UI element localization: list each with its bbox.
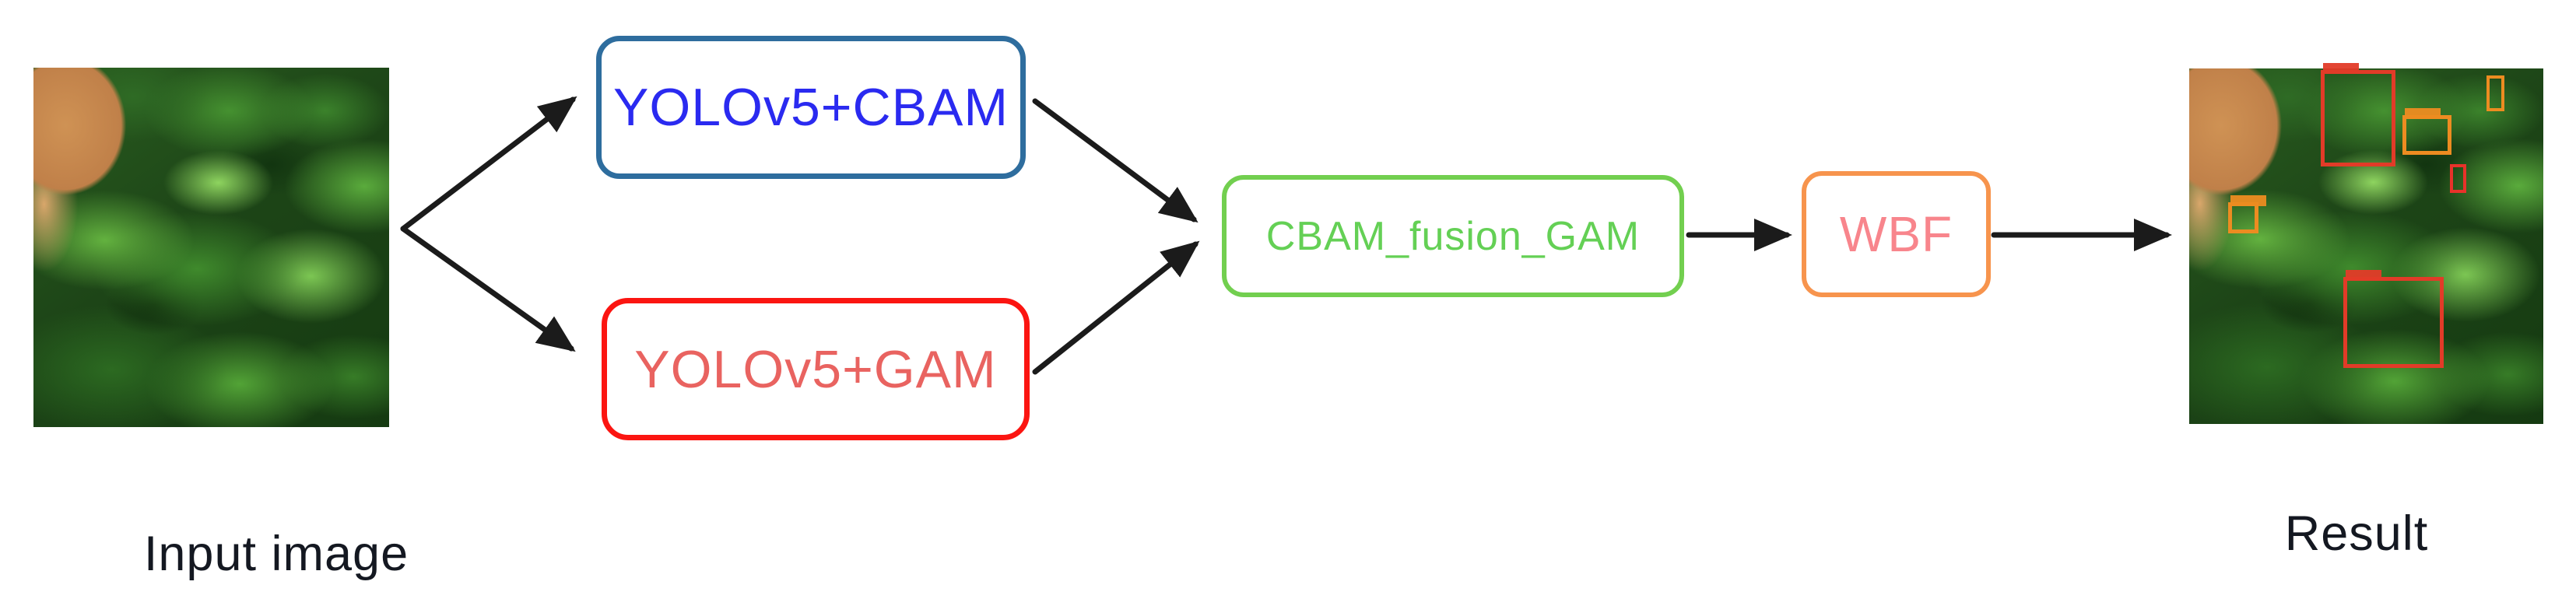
node-yolov5-cbam: YOLOv5+CBAM <box>596 36 1026 179</box>
arrow-gam-to-fusion <box>1032 240 1200 375</box>
node-yolov5-gam: YOLOv5+GAM <box>602 298 1030 440</box>
node-cbam-fusion-gam: CBAM_fusion_GAM <box>1222 175 1684 297</box>
input-image-caption: Input image <box>143 527 409 581</box>
detection-label-chip <box>2230 194 2267 206</box>
arrow-input-to-cbam <box>400 96 577 232</box>
input-image-photo <box>33 68 389 427</box>
node-wbf-label: WBF <box>1839 206 1953 262</box>
node-wbf: WBF <box>1802 171 1991 297</box>
arrow-cbam-to-fusion <box>1032 98 1199 223</box>
detection-box <box>2449 163 2466 194</box>
detection-label-chip <box>2345 269 2381 281</box>
result-image-photo <box>2189 62 2543 424</box>
node-cbam-fusion-gam-label: CBAM_fusion_GAM <box>1265 213 1641 259</box>
node-yolov5-gam-label: YOLOv5+GAM <box>634 339 997 399</box>
detection-label-chip <box>2322 62 2359 74</box>
detection-box <box>2402 107 2451 156</box>
detection-box <box>2228 194 2267 234</box>
detection-box <box>2343 269 2444 368</box>
detection-box <box>2487 75 2505 112</box>
detection-box <box>2320 62 2395 166</box>
node-yolov5-cbam-label: YOLOv5+CBAM <box>613 78 1009 137</box>
arrow-input-to-gam <box>400 226 576 352</box>
detection-label-chip <box>2404 107 2441 119</box>
result-caption: Result <box>2284 506 2429 561</box>
